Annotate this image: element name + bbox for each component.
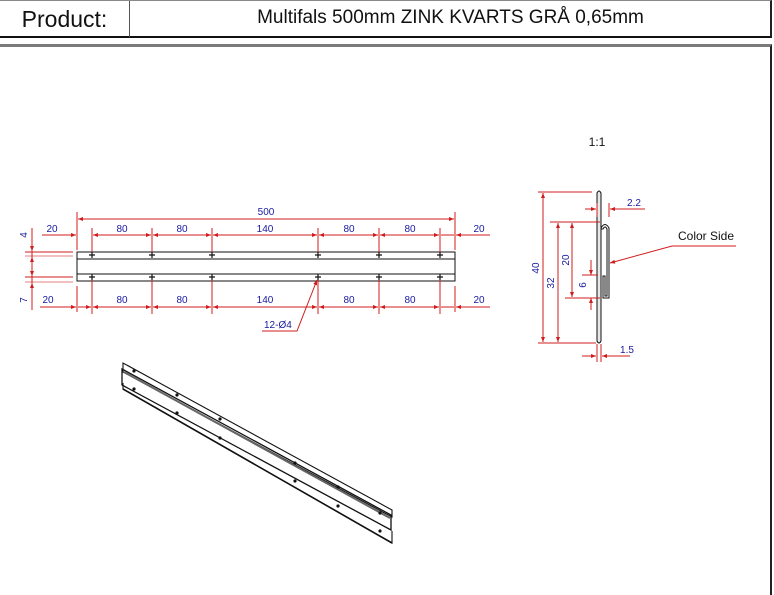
overall-length-dimension: [76, 212, 456, 250]
dim-bottom-1: 80: [116, 295, 128, 306]
iso-holes: [132, 369, 382, 533]
dim-bottom-5: 80: [404, 295, 416, 306]
profile-outline: [596, 190, 610, 344]
hole-callout-leader: [262, 279, 318, 332]
dim-inner-height: 32: [546, 277, 557, 289]
dim-fold-height: 20: [561, 254, 572, 266]
color-side-callout: Color Side: [678, 229, 734, 243]
scale-label: 1:1: [589, 135, 606, 149]
dim-top-2: 80: [176, 224, 188, 235]
dim-bottom-2: 80: [176, 295, 188, 306]
holes: [89, 252, 443, 280]
product-title-block: Product: Multifals 500mm ZINK KVARTS GRÅ…: [0, 0, 772, 38]
dim-bottom-3: 140: [257, 295, 274, 306]
dim-top-1: 80: [116, 224, 128, 235]
left-vertical-dimensions: [25, 228, 73, 310]
section-dimensions: [538, 191, 736, 362]
isometric-view: [121, 362, 393, 544]
dim-hem: 6: [578, 282, 589, 288]
bottom-chain-dimension: [40, 276, 490, 314]
dim-overall-length: 500: [258, 207, 275, 218]
strip-outline: [76, 251, 456, 282]
dim-overall-height: 40: [531, 262, 542, 274]
dim-top-3: 140: [257, 224, 274, 235]
dim-vertical-7: 7: [19, 297, 30, 303]
dim-bottom-4: 80: [343, 295, 355, 306]
dim-top-4: 80: [343, 224, 355, 235]
section-view: 1:1: [531, 135, 736, 362]
dim-top-5: 80: [404, 224, 416, 235]
dim-bottom-6: 20: [473, 295, 485, 306]
drawing-panel: [0, 44, 772, 595]
top-view: 500 20 80 80 140 80 80 20: [19, 207, 490, 332]
dim-bottom-thickness: 1.5: [620, 345, 634, 356]
product-label: Product:: [0, 1, 130, 37]
hole-callout: 12-Ø4: [264, 320, 292, 331]
dim-top-thickness: 2.2: [627, 198, 641, 209]
dim-top-0: 20: [46, 224, 58, 235]
top-chain-dimension: [42, 228, 490, 258]
dim-bottom-0: 20: [42, 295, 54, 306]
product-name: Multifals 500mm ZINK KVARTS GRÅ 0,65mm: [257, 7, 644, 28]
dim-vertical-4: 4: [19, 232, 30, 238]
dim-top-6: 20: [473, 224, 485, 235]
